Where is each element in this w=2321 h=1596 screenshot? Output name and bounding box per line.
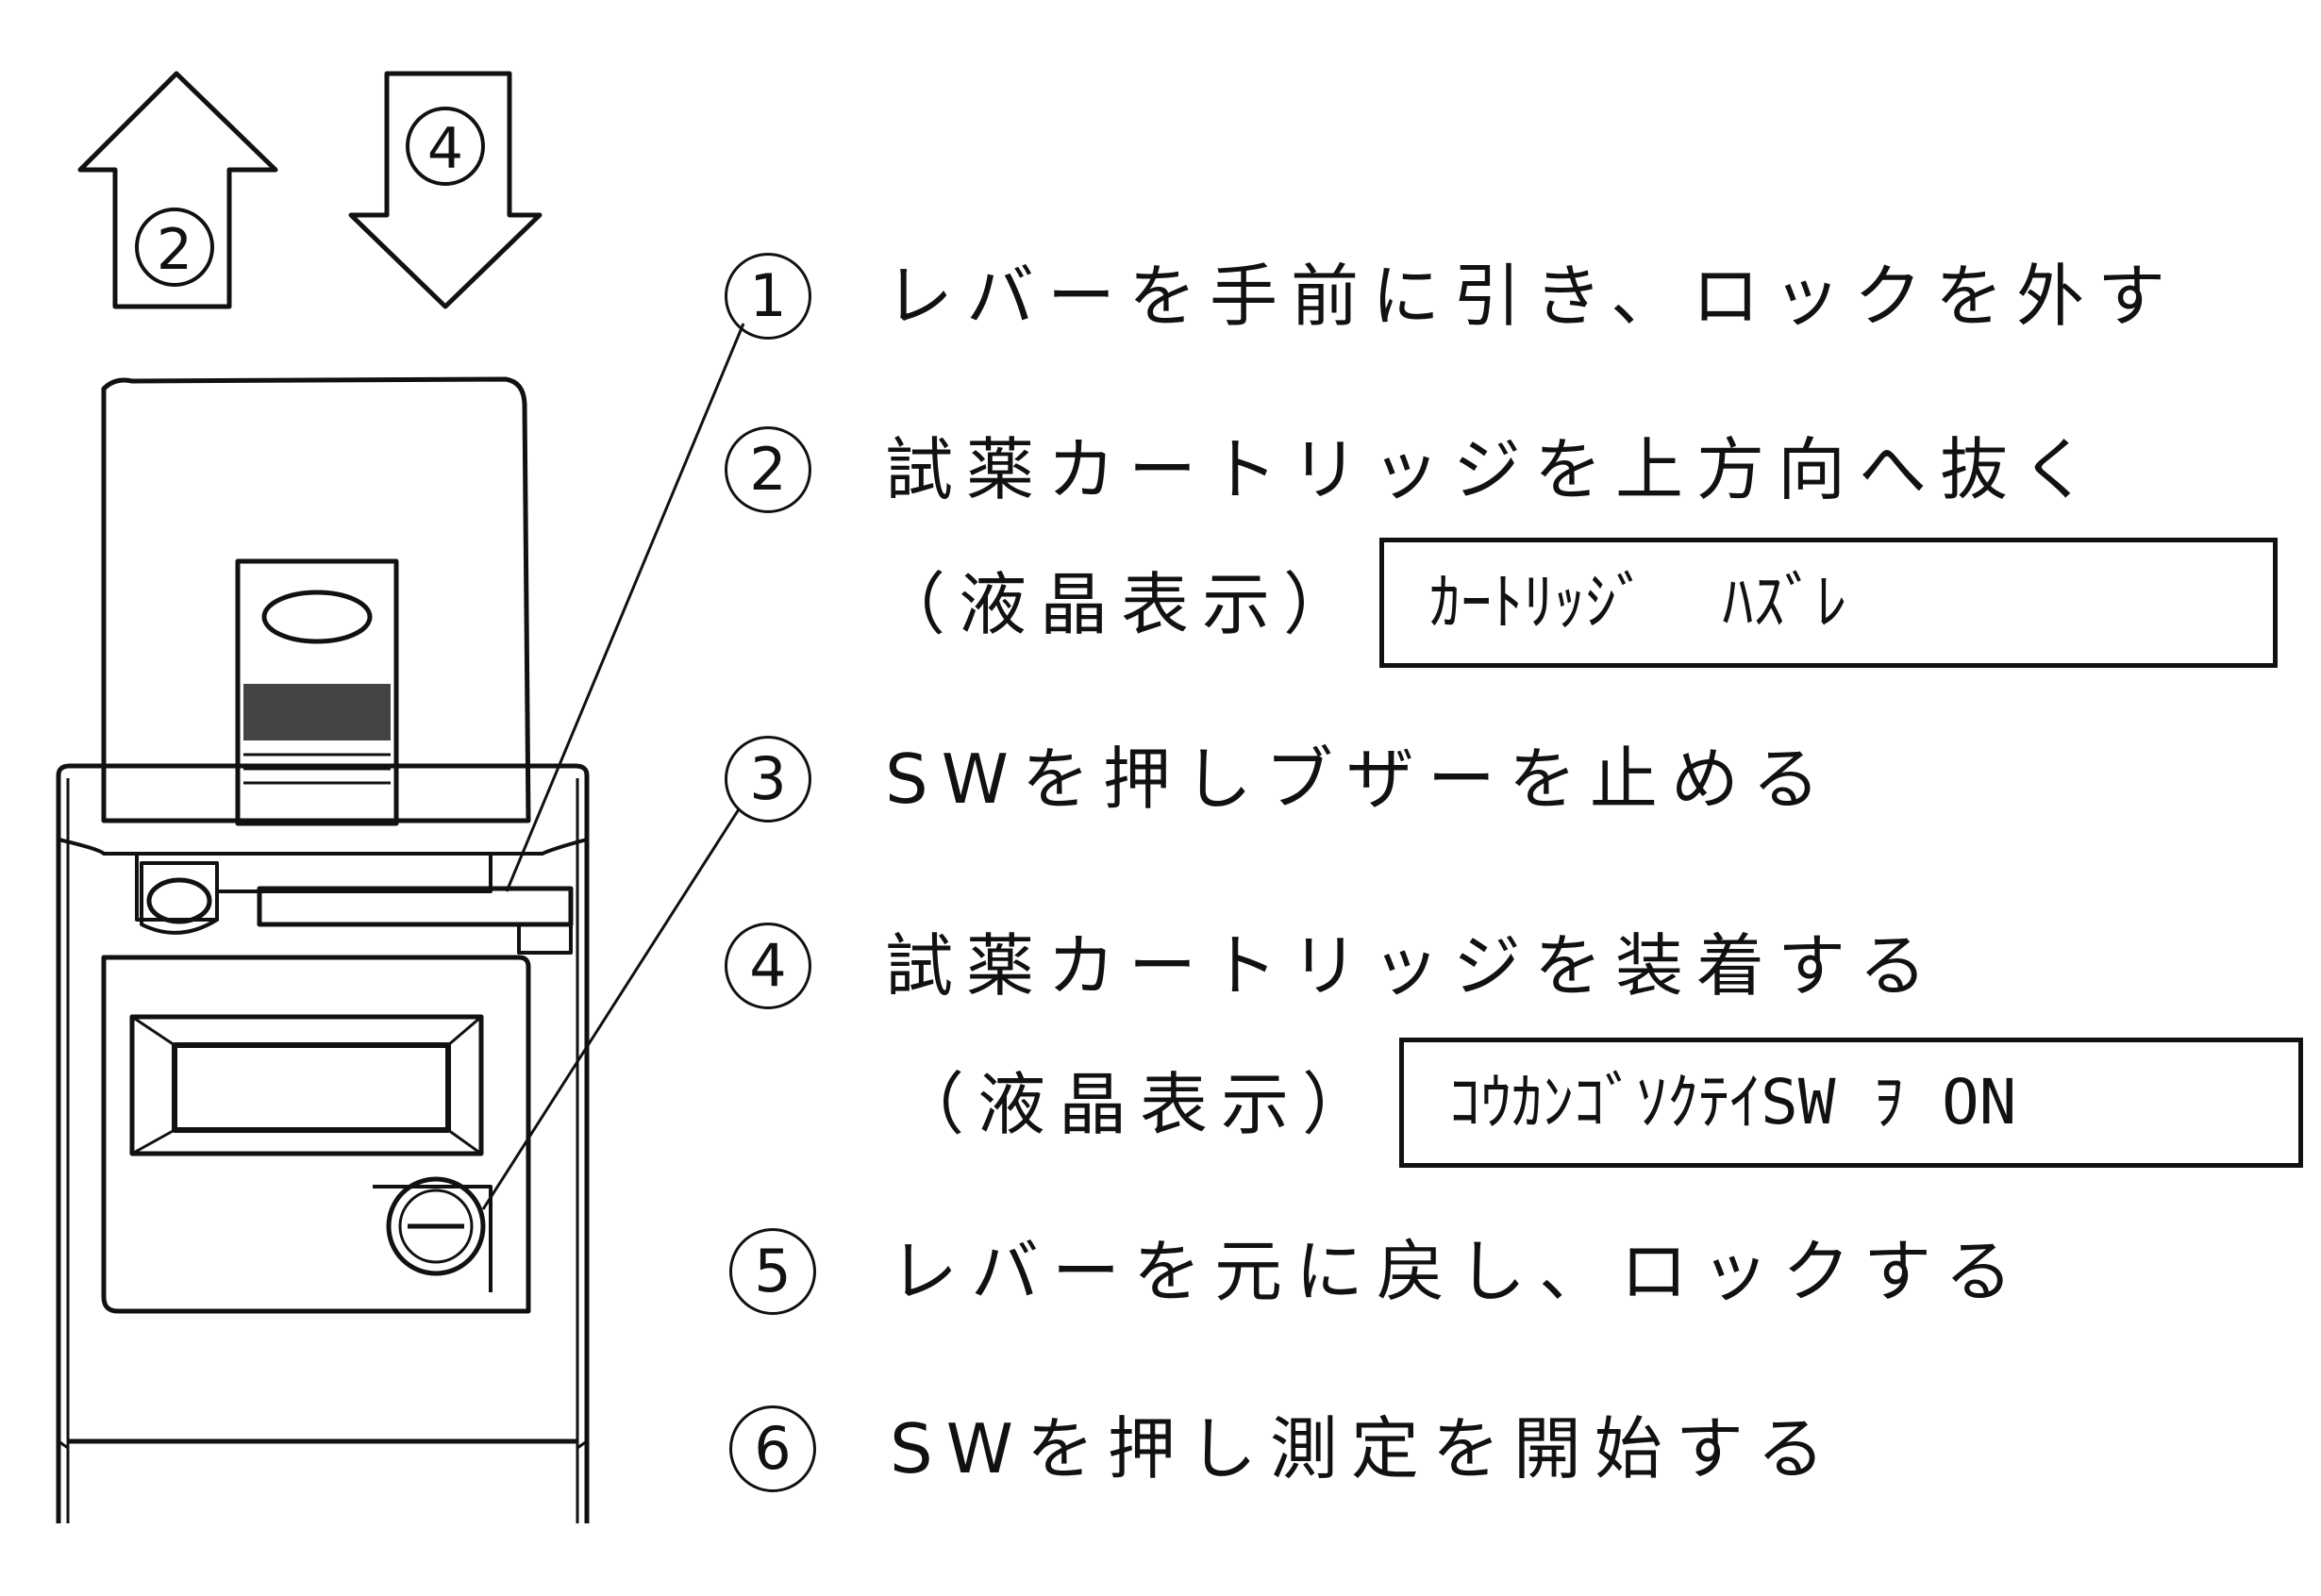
lock-lever [257, 886, 574, 927]
step-number-1: 1 [725, 253, 811, 340]
step-number-6: 6 [729, 1405, 816, 1492]
front-panel [101, 955, 531, 1314]
lcd-display-1: ｶｰﾄﾘｯｼﾞ ﾊｽﾞﾚ [1379, 538, 2278, 668]
step-text-1: レバーを手前に引き、ロックを外す [885, 257, 2179, 336]
step-number-3: 3 [725, 736, 811, 823]
lcd-window-outer [129, 1014, 484, 1156]
step-1: 1 レバーを手前に引き、ロックを外す [725, 253, 2179, 340]
step-number-5: 5 [729, 1228, 816, 1315]
up-arrow-number-circle [135, 208, 214, 287]
step-text-3: SWを押しブザーを止める [885, 740, 1833, 819]
switch-button-icon [386, 1176, 486, 1276]
step-text-2: 試薬カートリッジを上方向へ抜く [885, 430, 2103, 509]
leader-line-switch [481, 808, 741, 1210]
leader-line-lever [505, 323, 745, 892]
lcd-label-2: （液晶表示） [896, 1065, 1384, 1144]
device-body [56, 763, 590, 1523]
step-text-6: SWを押し測定を開始する [890, 1409, 1838, 1488]
reagent-cartridge [101, 376, 531, 826]
step-number-4: 4 [725, 923, 811, 1009]
lcd-window-inner [172, 1042, 451, 1133]
step-text-4: 試薬カートリッジを装着する [885, 926, 1941, 1006]
down-arrow-icon: 4 [348, 71, 543, 309]
lock-lever-area [140, 861, 574, 955]
lcd-display-2: ｺｳｶﾝｺﾞｿｸﾃｲSW ｦ ON [1399, 1038, 2303, 1168]
down-arrow-number-circle [406, 107, 485, 186]
step-number-2: 2 [725, 426, 811, 513]
cartridge-cap [261, 590, 373, 644]
step-2: 2 試薬カートリッジを上方向へ抜く [725, 426, 2102, 513]
cartridge-window [235, 558, 399, 826]
round-port [146, 877, 212, 924]
down-arrow-number: 4 [427, 116, 463, 182]
step-3: 3 SWを押しブザーを止める [725, 736, 1833, 823]
leader-lines [481, 323, 745, 1210]
up-arrow-number: 2 [157, 217, 192, 283]
step-4: 4 試薬カートリッジを装着する [725, 923, 1940, 1009]
step-5: 5 レバーを元に戻し、ロックする [729, 1228, 2026, 1315]
step-text-5: レバーを元に戻し、ロックする [890, 1232, 2027, 1311]
up-arrow-icon: 2 [77, 71, 278, 309]
lcd-label-1: （液晶表示） [877, 565, 1365, 644]
step-6: 6 SWを押し測定を開始する [729, 1405, 1838, 1492]
